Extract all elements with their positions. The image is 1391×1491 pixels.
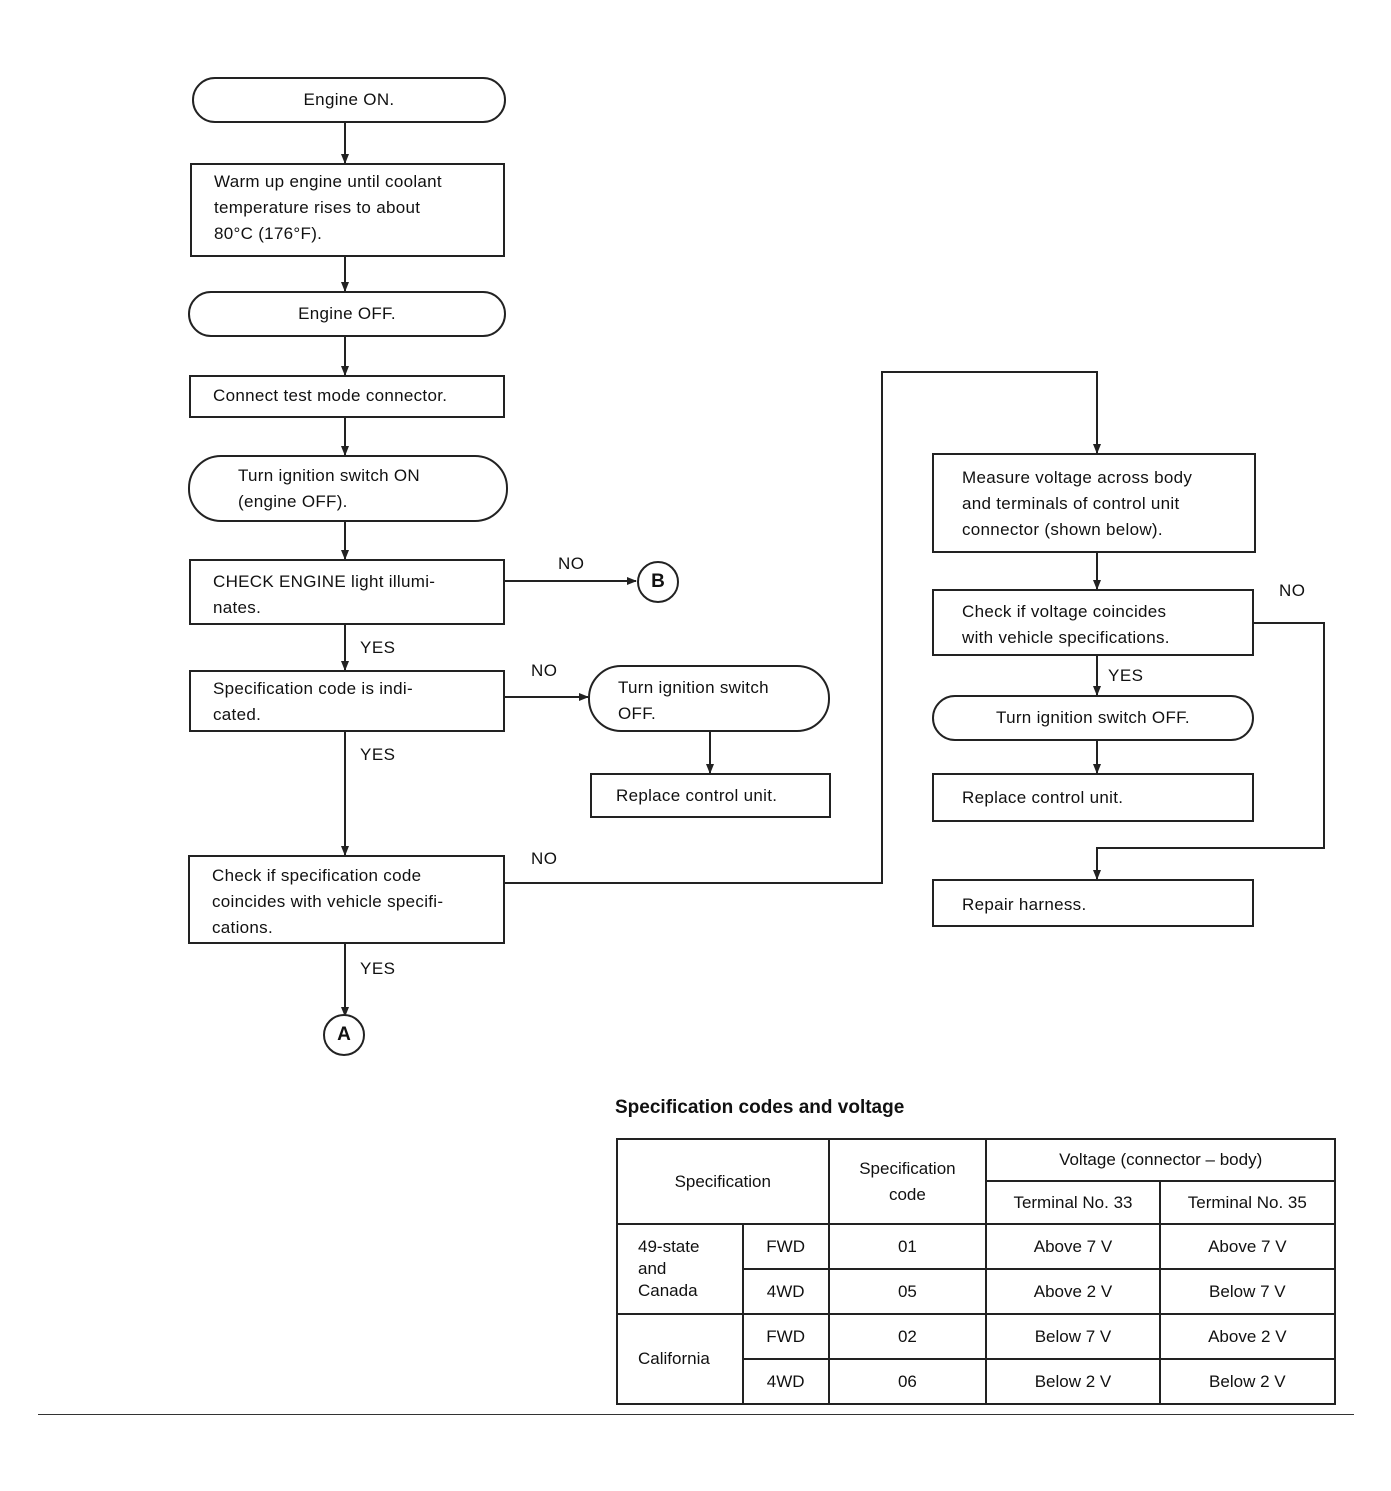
region-cell: 49-state and Canada [616, 1223, 744, 1315]
drive-cell: 4WD [741, 1268, 830, 1315]
header-terminal-33: Terminal No. 33 [985, 1180, 1161, 1225]
label-no-check-spec: NO [531, 849, 558, 868]
ignition-off-terminal-1: Turn ignition switch OFF. [588, 665, 830, 732]
header-spec-code: Specification code [827, 1138, 988, 1225]
label-no-spec-indicated: NO [531, 661, 558, 680]
check-engine-light-decision: CHECK ENGINE light illumi- nates. [189, 559, 505, 625]
label-yes-check-voltage: YES [1108, 666, 1144, 685]
engine-off-terminal: Engine OFF. [188, 291, 506, 337]
table-row: 49-state and Canada FWD 01 Above 7 V Abo… [616, 1223, 1337, 1315]
table-row: 4WD 06 Below 2 V Below 2 V [617, 1358, 1337, 1405]
t35-cell: Below 7 V [1158, 1268, 1337, 1315]
t33-cell: Above 2 V [985, 1268, 1161, 1315]
connect-test-mode-step: Connect test mode connector. [189, 375, 505, 418]
code-cell: 02 [827, 1313, 988, 1360]
label-yes-check-spec: YES [360, 959, 396, 978]
drive-cell: FWD [741, 1313, 830, 1360]
t35-cell: Above 2 V [1158, 1313, 1337, 1360]
table-title: Specification codes and voltage [615, 1097, 905, 1118]
region-cell: California [616, 1313, 744, 1405]
label-yes-check-engine: YES [360, 638, 396, 657]
t33-cell: Below 2 V [985, 1358, 1161, 1405]
arrow-check-spec-no-to-measure [505, 371, 1101, 884]
label-no-check-voltage: NO [1279, 581, 1306, 600]
header-specification: Specification [616, 1138, 830, 1225]
t33-cell: Above 7 V [985, 1223, 1161, 1270]
warm-up-step: Warm up engine until coolant temperature… [190, 163, 505, 257]
t35-cell: Below 2 V [1158, 1358, 1337, 1405]
t33-cell: Below 7 V [985, 1313, 1161, 1360]
arrow-check-voltage-no-to-repair [1093, 622, 1325, 880]
ignition-on-terminal: Turn ignition switch ON (engine OFF). [188, 455, 508, 522]
check-voltage-decision: Check if voltage coincides with vehicle … [932, 589, 1254, 656]
header-terminal-35: Terminal No. 35 [1158, 1180, 1337, 1225]
connector-b: B [637, 561, 679, 603]
table-row: California FWD 02 Below 7 V Above 2 V [616, 1313, 1337, 1405]
spec-voltage-table: Specification Specification code Voltage… [616, 1138, 1337, 1405]
measure-voltage-step: Measure voltage across body and terminal… [932, 453, 1256, 553]
replace-control-unit-1: Replace control unit. [590, 773, 831, 818]
connector-a: A [323, 1014, 365, 1056]
drive-cell: 4WD [741, 1358, 830, 1405]
code-cell: 05 [827, 1268, 988, 1315]
repair-harness-step: Repair harness. [932, 879, 1254, 927]
table-row: 4WD 05 Above 2 V Below 7 V [617, 1268, 1337, 1315]
replace-control-unit-2: Replace control unit. [932, 773, 1254, 822]
t35-cell: Above 7 V [1158, 1223, 1337, 1270]
code-cell: 01 [827, 1223, 988, 1270]
label-yes-spec-indicated: YES [360, 745, 396, 764]
label-no-check-engine: NO [558, 554, 585, 573]
check-spec-code-decision: Check if specification code coincides wi… [188, 855, 505, 944]
code-cell: 06 [827, 1358, 988, 1405]
page-divider [38, 1414, 1354, 1415]
spec-code-indicated-decision: Specification code is indi- cated. [189, 670, 505, 732]
ignition-off-terminal-2: Turn ignition switch OFF. [932, 695, 1254, 741]
engine-on-terminal: Engine ON. [192, 77, 506, 123]
drive-cell: FWD [741, 1223, 830, 1270]
header-voltage: Voltage (connector – body) [985, 1138, 1336, 1182]
